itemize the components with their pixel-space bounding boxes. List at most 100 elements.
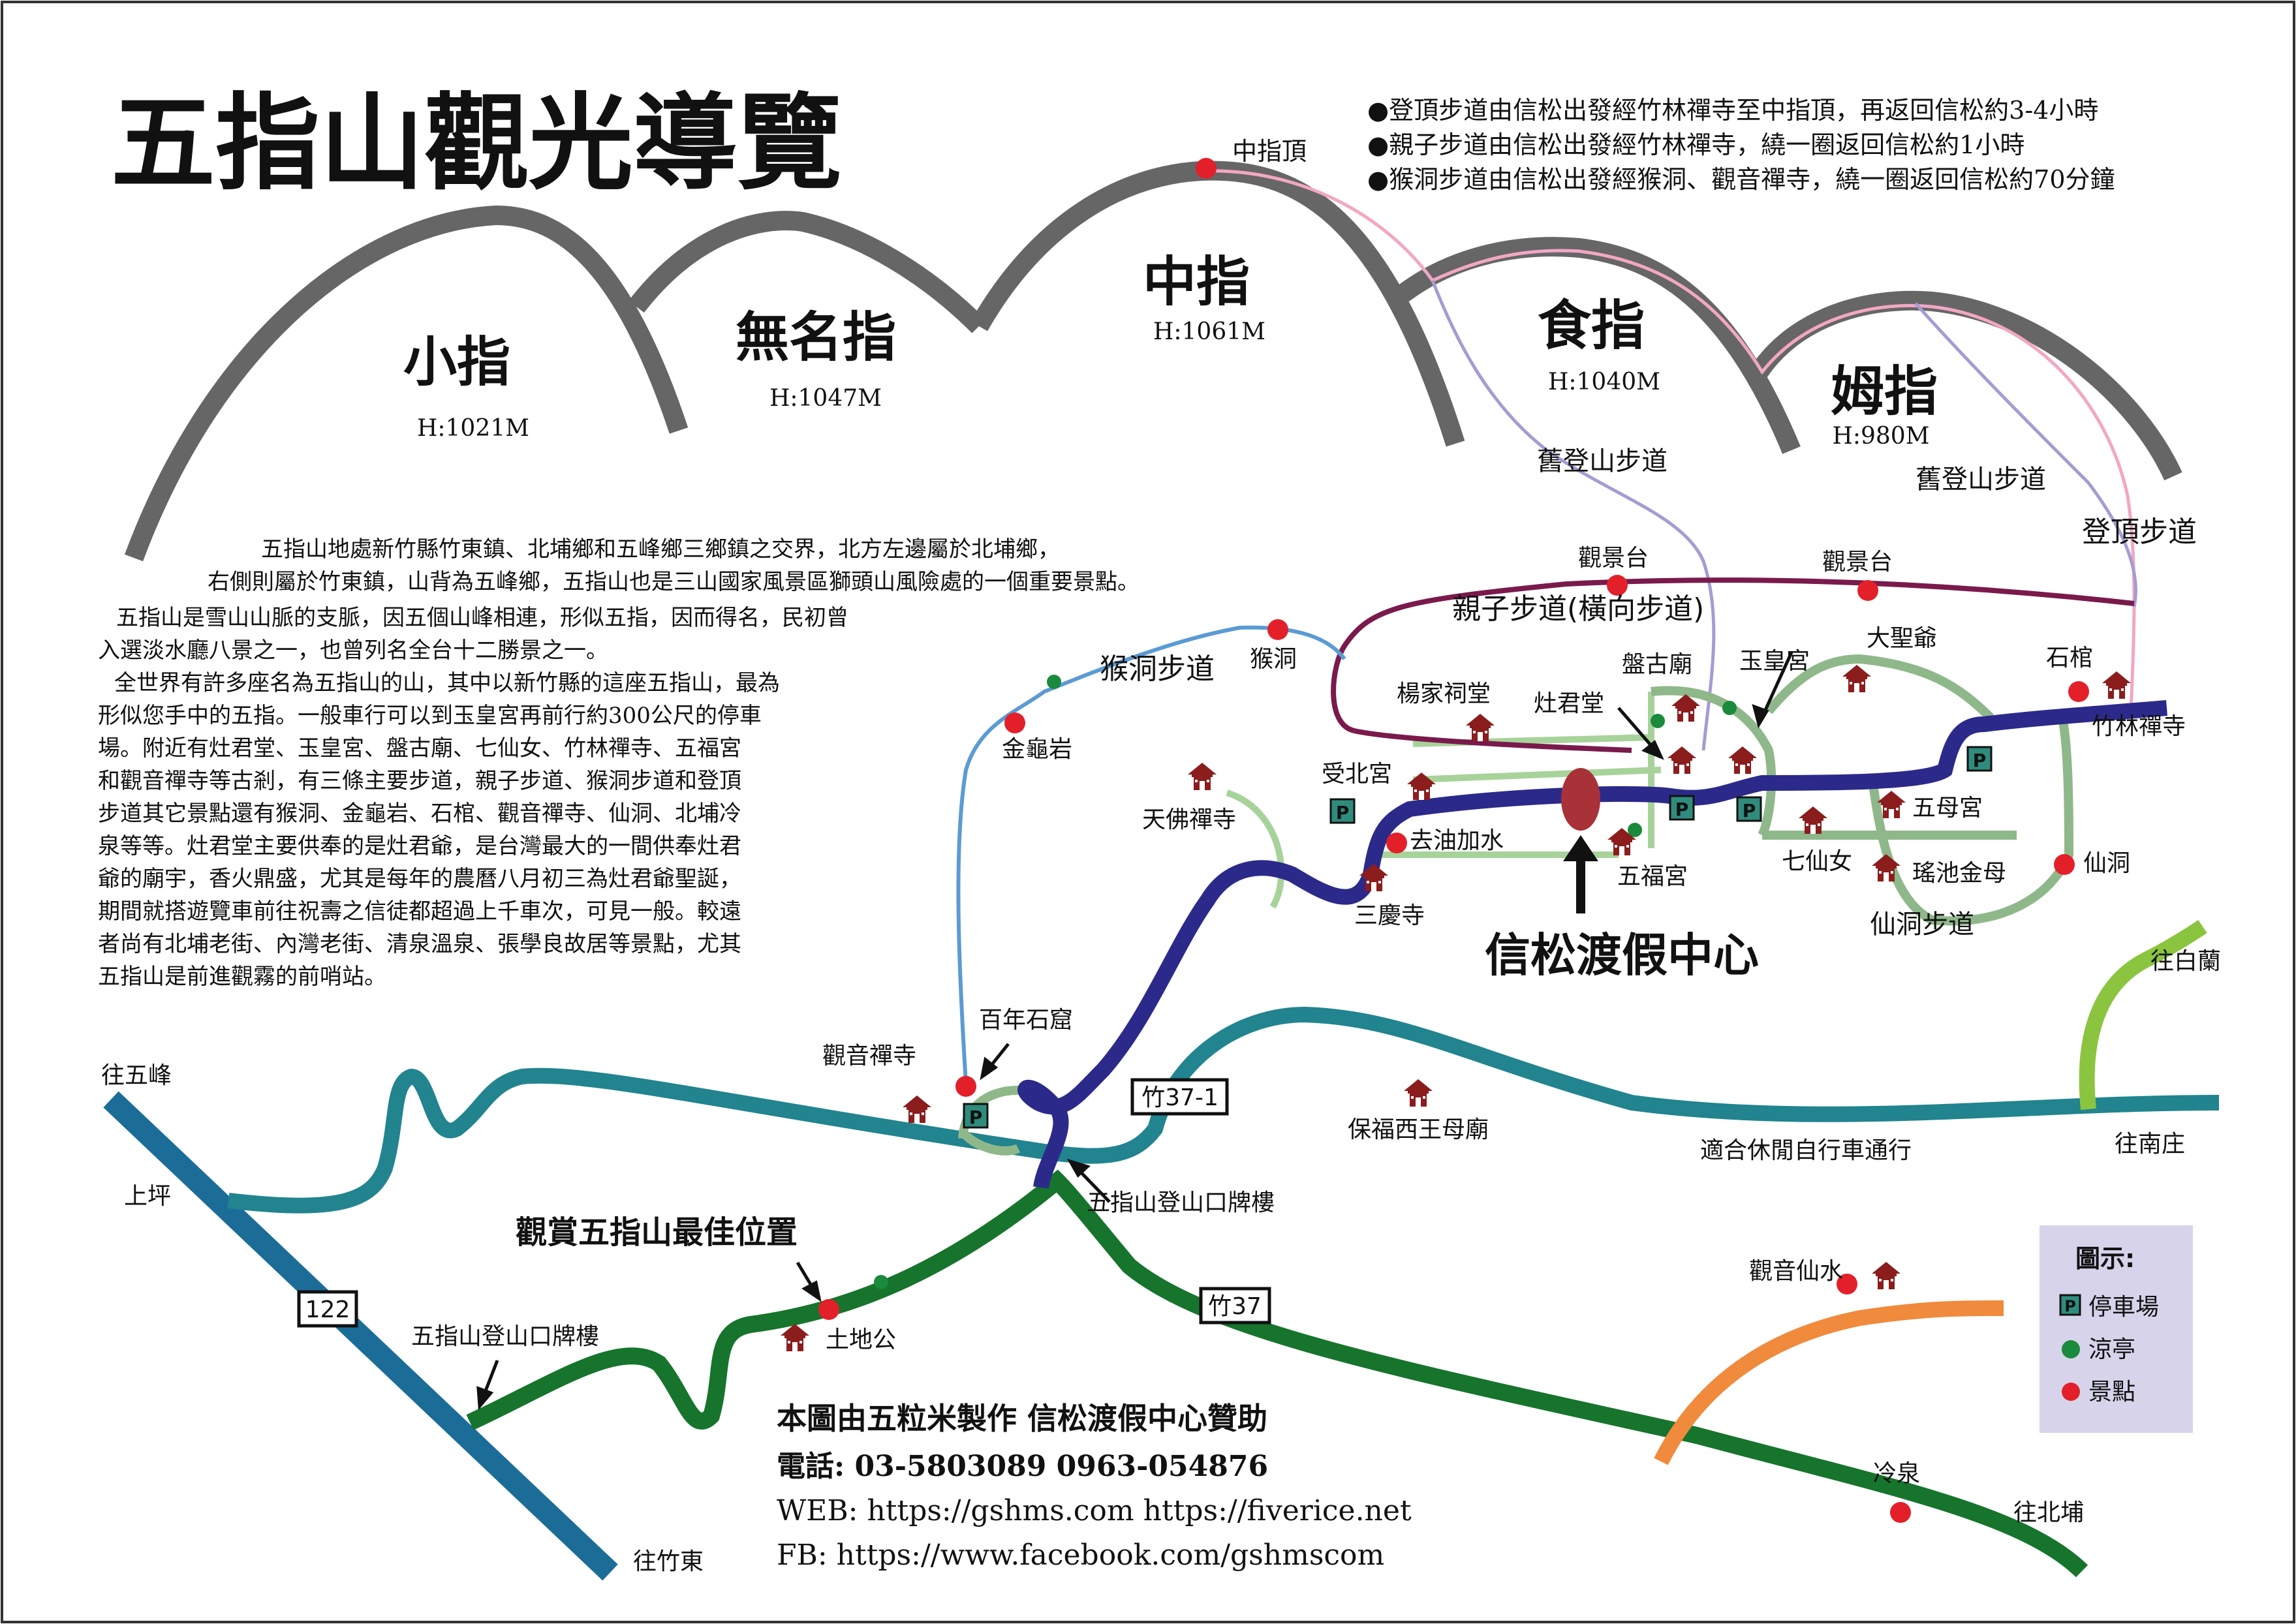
svg-text:觀景台: 觀景台	[1578, 545, 1649, 572]
label-bike-road: 適合休閒自行車通行	[1700, 1137, 1912, 1164]
resort-marker	[1561, 768, 1600, 831]
desc-line: 五指山是雪山山脈的支脈，因五個山峰相連，形似五指，因而得名，民初曾	[116, 605, 848, 631]
summit-trail	[1203, 169, 2136, 712]
desc-line: 形似您手中的五指。一般車行可以到玉皇宮再前行約300公尺的停車	[98, 703, 762, 729]
peak-height-little: H:1021M	[417, 415, 529, 442]
peak-name-middle: 中指	[1143, 251, 1250, 313]
label-yuhuang: 玉皇宮	[1739, 648, 1810, 675]
peak-height-index: H:1040M	[1548, 369, 1660, 395]
parking-icon	[1329, 798, 1356, 825]
spot-cold-spring: 冷泉	[1873, 1460, 1920, 1523]
label-gate-2: 五指山登山口牌樓	[411, 1323, 599, 1350]
label-to-nanzhuang: 往南庄	[2115, 1131, 2185, 1157]
svg-text:觀景台: 觀景台	[1822, 549, 1893, 575]
lime-road	[2079, 920, 2207, 1111]
peak-name-ring: 無名指	[736, 307, 896, 369]
legend-pavilion: 涼亭	[2088, 1336, 2135, 1363]
desc-line: 者尚有北埔老街、內灣老街、清泉溫泉、張學良故居等景點，尤其	[98, 931, 741, 957]
legend-parking-icon	[2059, 1294, 2081, 1316]
pavilion-dot	[874, 1275, 888, 1289]
spot-shiguan: 石棺	[2046, 645, 2093, 702]
shield-37: 竹37	[1208, 1293, 1262, 1320]
desc-line: 五指山是前進觀霧的前哨站。	[98, 964, 386, 990]
label-best-view: 觀賞五指山最佳位置	[516, 1214, 798, 1251]
label-dashengye: 大聖爺	[1867, 625, 1937, 652]
family-trail	[1331, 577, 2135, 733]
parking-icon	[1736, 796, 1762, 823]
svg-text:冷泉: 冷泉	[1873, 1460, 1920, 1487]
old-trail-2	[1914, 302, 2137, 607]
label-panggu: 盤古廟	[1622, 651, 1692, 678]
peak-height-middle: H:1061M	[1153, 318, 1265, 345]
spot-bainian: 百年石窟	[955, 1007, 1073, 1097]
label-gate-1: 五指山登山口牌樓	[1087, 1189, 1275, 1216]
label-wumu: 五母宮	[1912, 795, 1983, 821]
temples: 竹林禪寺 大聖爺 盤古廟 楊家祠堂 玉皇宮 灶君堂 受北宮 五母宮 七仙女 瑤池…	[781, 625, 2186, 1353]
svg-text:百年石窟: 百年石窟	[979, 1007, 1073, 1034]
label-tianfo: 天佛禪寺	[1142, 806, 1236, 833]
note-line: ●親子步道由信松出發經竹林禪寺，繞一圈返回信松約1小時	[1367, 130, 2025, 159]
mountain-outline	[124, 161, 2182, 562]
family-trail-link	[1354, 728, 1632, 753]
summit-label: 中指頂	[1232, 137, 1307, 166]
label-shangping: 上坪	[124, 1183, 171, 1210]
main-road	[1017, 700, 2167, 1189]
label-shoubei: 受北宮	[1322, 761, 1392, 788]
desc-line: 爺的廟宇，香火鼎盛，尤其是每年的農曆八月初三為灶君爺聖誕，	[98, 866, 741, 892]
label-tudigong: 土地公	[826, 1326, 896, 1353]
pavilion-dot	[1047, 675, 1061, 689]
old-trail-1	[1431, 280, 1716, 751]
desc-line: 全世界有許多座名為五指山的山，其中以新竹縣的這座五指山，最為	[114, 670, 780, 696]
label-to-bailan: 往白蘭	[2150, 948, 2221, 975]
pavilion-dot	[1651, 714, 1665, 728]
pavilion-dot	[1628, 823, 1642, 837]
credits-fb: FB: https://www.facebook.com/gshmscom	[777, 1539, 1384, 1572]
label-zhulin: 竹林禪寺	[2092, 713, 2186, 740]
svg-text:石棺: 石棺	[2046, 645, 2093, 671]
resort-label: 信松渡假中心	[1485, 928, 1759, 982]
legend-pavilion-icon	[2062, 1340, 2080, 1358]
spot-qushui: 去油加水	[1386, 827, 1504, 854]
credits-web: WEB: https://gshms.com https://fiverice.…	[777, 1494, 1412, 1527]
spot-xiandong: 仙洞	[2054, 850, 2130, 877]
label-baofu: 保福西王母廟	[1348, 1116, 1489, 1143]
place-labels: 五指山登山口牌樓 五指山登山口牌樓 觀賞五指山最佳位置 往五峰 上坪 往竹東 往…	[101, 948, 2221, 1575]
spot-guanyin-water: 觀音仙水	[1749, 1258, 1857, 1295]
label-fairy-trail: 仙洞步道	[1870, 910, 1974, 940]
spot-guanjingtai-2: 觀景台	[1822, 549, 1893, 601]
summit-marker: 中指頂	[1196, 137, 1307, 179]
trail-notes: ●登頂步道由信松出發經竹林禪寺至中指頂，再返回信松約3-4小時 ●親子步道由信松…	[1367, 96, 2115, 194]
desc-line: 右側則屬於竹東鎮，山背為五峰鄉，五指山也是三山國家風景區獅頭山風險處的一個重要景…	[208, 569, 1140, 595]
credits-phone: 電話: 03-5803089 0963-054876	[777, 1450, 1268, 1483]
label-family-trail: 親子步道(橫向步道)	[1452, 592, 1704, 626]
road-122	[103, 1091, 618, 1581]
desc-line: 期間就搭遊覽車前往祝壽之信徒都超過上千車次，可見一般。較遠	[98, 898, 741, 925]
svg-text:觀音仙水: 觀音仙水	[1749, 1258, 1843, 1285]
legend: 圖示: P 停車場 涼亭 景點	[2040, 1225, 2193, 1433]
spot-houdong: 猴洞	[1250, 619, 1297, 673]
parking-icon	[1966, 746, 1993, 773]
description-text: 五指山地處新竹縣竹東鎮、北埔鄉和五峰鄉三鄉鎮之交界，北方左邊屬於北埔鄉， 右側則…	[98, 536, 1140, 990]
legend-title: 圖示:	[2075, 1244, 2135, 1273]
label-summit-trail: 登頂步道	[2082, 515, 2197, 549]
label-guanyin: 觀音禪寺	[822, 1043, 916, 1069]
legend-spot-icon	[2062, 1383, 2080, 1401]
peak-name-index: 食指	[1538, 295, 1645, 357]
parking-icon	[963, 1103, 989, 1129]
svg-text:P: P	[2064, 1297, 2076, 1315]
credits-line: 本圖由五粒米製作 信松渡假中心贊助	[777, 1401, 1267, 1436]
spot-guanjingtai-1: 觀景台	[1578, 545, 1649, 596]
resort-arrow	[1563, 835, 1598, 913]
label-wufu: 五福宮	[1617, 863, 1688, 890]
peak-name-little: 小指	[403, 331, 510, 393]
desc-line: 入選淡水廳八景之一，也曾列名全台十二勝景之一。	[98, 637, 608, 664]
shield-37-1: 竹37-1	[1141, 1084, 1218, 1111]
peak-labels: 小指 H:1021M 無名指 H:1047M 中指 H:1061M 食指 H:1…	[403, 251, 1938, 450]
svg-text:猴洞: 猴洞	[1250, 646, 1297, 673]
label-yangjia: 楊家祠堂	[1397, 681, 1491, 707]
note-line: ●猴洞步道由信松出發經猴洞、觀音禪寺，繞一圈返回信松約70分鐘	[1367, 165, 2115, 194]
label-old-trail-1: 舊登山步道	[1537, 446, 1668, 476]
label-sanqing: 三慶寺	[1354, 902, 1425, 929]
light-green-trails	[1226, 692, 1662, 909]
label-to-beipu: 往北埔	[2013, 1499, 2084, 1526]
